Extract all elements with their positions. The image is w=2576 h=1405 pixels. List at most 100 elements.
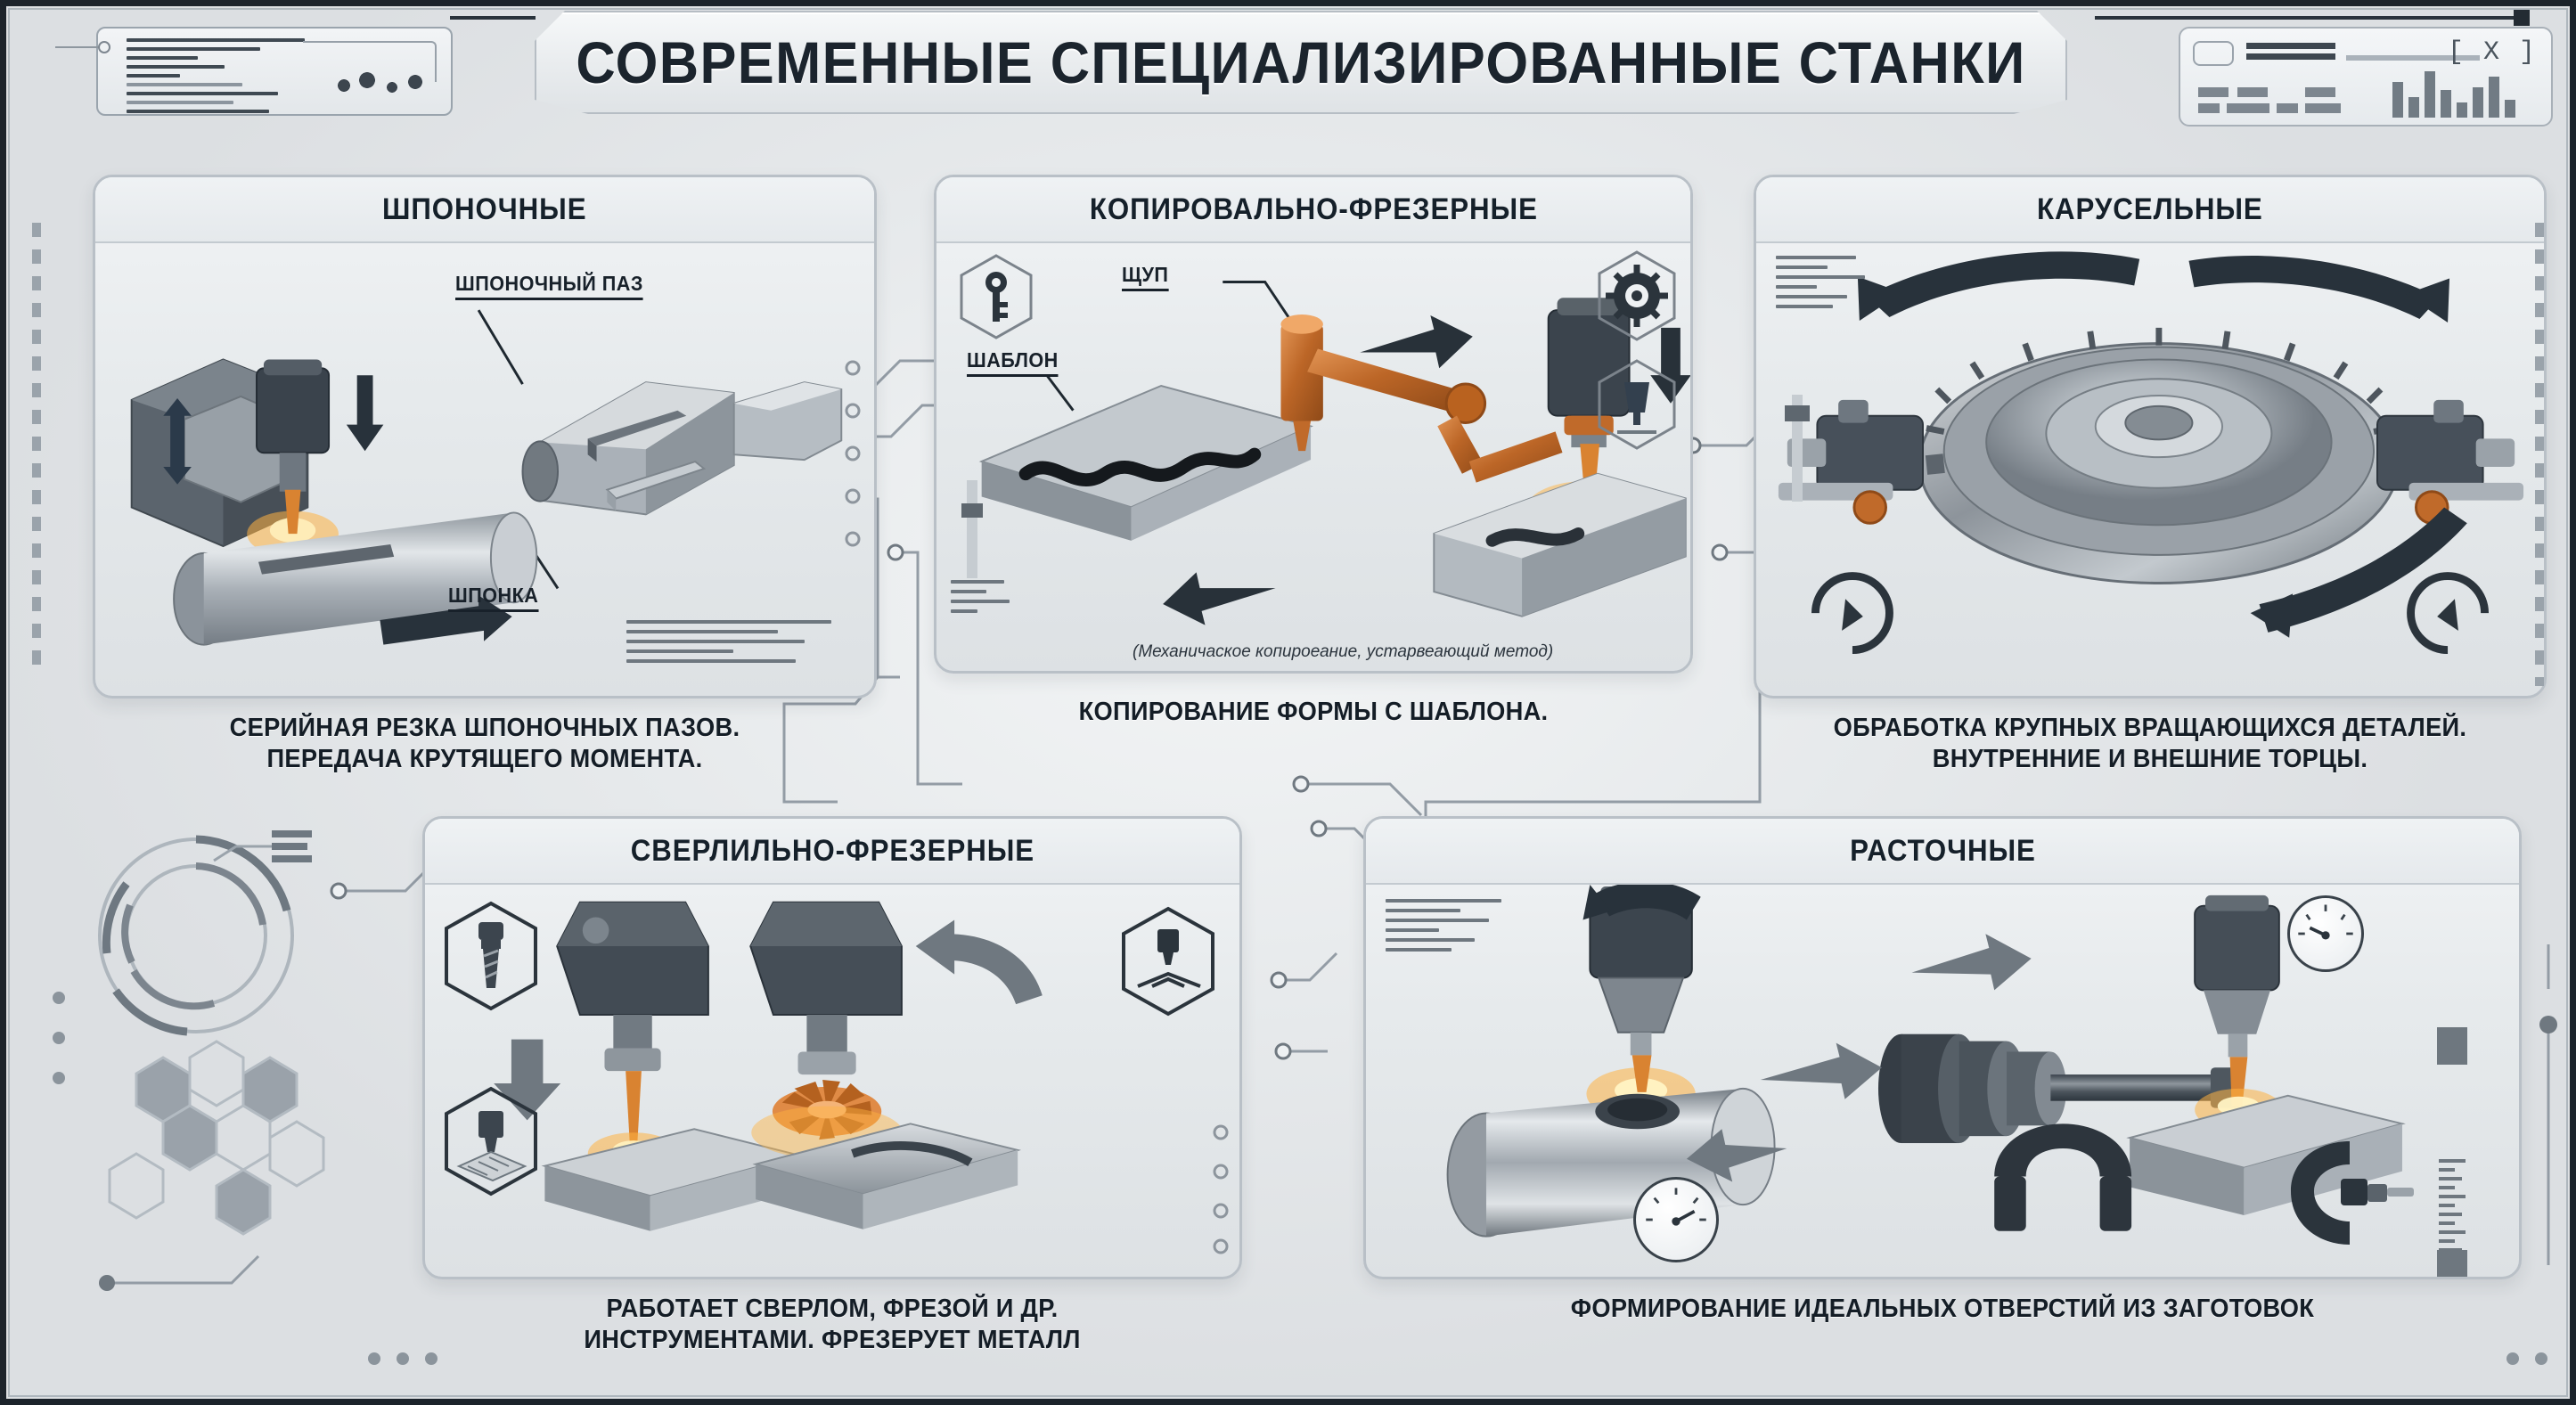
panel-boring-body — [1366, 885, 2519, 1277]
legend-block — [2277, 103, 2298, 113]
panel-drill-milling[interactable]: СВЕРЛИЛЬНО-ФРЕЗЕРНЫЕ — [422, 816, 1242, 1279]
metric-bar — [2346, 55, 2480, 61]
scale-marker-bottom — [2437, 1250, 2467, 1277]
caption-copy-milling-line1: КОПИРОВАНИЕ ФОРМЫ С ШАБЛОНА. — [1078, 698, 1549, 726]
legend-block — [2198, 103, 2220, 113]
panel-vertical-lathe-header: КАРУСЕЛЬНЫЕ — [1756, 177, 2544, 243]
page-title: СОВРЕМЕННЫЕ СПЕЦИАЛИЗИРОВАННЫЕ СТАНКИ — [576, 29, 2026, 95]
system-readout-panel — [96, 27, 453, 116]
caption-vertical-lathe-line2: ВНУТРЕННИЕ И ВНЕШНИЕ ТОРЦЫ. — [1932, 745, 2368, 774]
panel-drill-milling-title: СВЕРЛИЛЬНО-ФРЕЗЕРНЫЕ — [630, 833, 1034, 868]
vertical-lathe-illustration — [1778, 251, 2524, 655]
readout-lines — [127, 38, 314, 114]
panel-keyway[interactable]: ШПОНОЧНЫЕ ШПОНОЧНЫЙ ПАЗ ШПОНКА — [93, 175, 877, 698]
panel-drill-milling-body — [425, 885, 1239, 1277]
chart-bar — [2473, 87, 2483, 118]
bolt-column-decor — [845, 360, 861, 547]
panel-drill-milling-header: СВЕРЛИЛЬНО-ФРЕЗЕРНЫЕ — [425, 819, 1239, 885]
slider-decor — [961, 480, 983, 578]
annotation-template: ШАБЛОН — [967, 348, 1059, 377]
panel-keyway-datalines — [626, 620, 831, 669]
legend-block — [2305, 87, 2335, 97]
bar-chart — [2392, 66, 2535, 118]
legend-block — [2237, 87, 2268, 97]
caption-vertical-lathe-line1: ОБРАБОТКА КРУПНЫХ ВРАЩАЮЩИХСЯ ДЕТАЛЕЙ. — [1833, 714, 2467, 742]
panel-vertical-lathe-title: КАРУСЕЛЬНЫЕ — [2037, 192, 2263, 226]
panel-keyway-title: ШПОНОЧНЫЕ — [382, 192, 587, 226]
panel-copy-datalines — [951, 580, 1013, 619]
chart-bar — [2392, 82, 2403, 118]
title-rule-right — [2095, 16, 2523, 20]
panel-copy-milling-header: КОПИРОВАЛЬНО-ФРЕЗЕРНЫЕ — [936, 177, 1690, 243]
chart-bar — [2489, 77, 2499, 118]
window-toggle-icon[interactable] — [2193, 41, 2234, 66]
readout-line — [127, 47, 260, 51]
level-indicator-decor — [1785, 395, 1810, 502]
metric-bar — [2246, 53, 2335, 60]
readout-line — [127, 56, 198, 60]
cutting-tool-icon — [1594, 357, 1680, 452]
panel-copy-milling-title: КОПИРОВАЛЬНО-ФРЕЗЕРНЫЕ — [1089, 192, 1538, 226]
panel-boring-title: РАСТОЧНЫЕ — [1849, 833, 2036, 868]
legend-block — [2198, 87, 2228, 97]
panel-boring[interactable]: РАСТОЧНЫЕ — [1363, 816, 2522, 1279]
left-rail-decor — [32, 223, 41, 668]
note-obsolete-method: (Механичаское копироеание, устарвеающий … — [1133, 642, 1554, 661]
caption-vertical-lathe: ОБРАБОТКА КРУПНЫХ ВРАЩАЮЩИХСЯ ДЕТАЛЕЙ. В… — [1778, 713, 2523, 776]
bolt-column-decor — [1213, 1124, 1229, 1254]
readout-connector — [55, 46, 102, 48]
title-rule-endcap — [2514, 10, 2530, 26]
radial-gauge-decor — [98, 830, 312, 1036]
metric-bar — [2246, 43, 2335, 49]
annotation-key: ШПОНКА — [448, 584, 539, 612]
caption-keyway: СЕРИЙНАЯ РЕЗКА ШПОНОЧНЫХ ПАЗОВ. ПЕРЕДАЧА… — [116, 713, 853, 776]
readout-line — [127, 101, 233, 104]
caption-drill-milling-line2: ИНСТРУМЕНТАМИ. ФРЕЗЕРУЕТ МЕТАЛЛ — [584, 1326, 1081, 1355]
readout-elbow-trace — [303, 41, 437, 82]
readout-line — [127, 92, 278, 95]
engraving-icon — [1116, 904, 1220, 1018]
key-icon — [956, 252, 1036, 341]
legend-block — [2227, 103, 2269, 113]
panel-vertical-lathe-body — [1756, 243, 2544, 696]
legend-block — [2305, 103, 2341, 113]
right-rail-decor — [2535, 223, 2544, 686]
micrometer-icon — [2291, 1141, 2414, 1245]
panel-lathe-datalines — [1776, 256, 1865, 314]
panel-boring-datalines — [1386, 899, 1510, 958]
caption-drill-milling-line1: РАБОТАЕТ СВЕРЛОМ, ФРЕЗОЙ И ДР. — [606, 1295, 1059, 1323]
caption-copy-milling: КОПИРОВАНИЕ ФОРМЫ С ШАБЛОНА. — [957, 697, 1671, 728]
panel-keyway-header: ШПОНОЧНЫЕ — [95, 177, 874, 243]
readout-line — [127, 110, 269, 113]
dial-gauge-icon — [1633, 1177, 1719, 1262]
metrics-window: [ X ] — [2179, 27, 2553, 127]
caption-boring-line1: ФОРМИРОВАНИЕ ИДЕАЛЬНЫХ ОТВЕРСТИЙ ИЗ ЗАГО… — [1570, 1295, 2315, 1323]
keyway-illustration — [130, 309, 843, 646]
caption-drill-milling: РАБОТАЕТ СВЕРЛОМ, ФРЕЗОЙ И ДР. ИНСТРУМЕН… — [447, 1294, 1218, 1357]
panel-boring-header: РАСТОЧНЫЕ — [1366, 819, 2519, 885]
readout-node-icon — [98, 41, 110, 53]
chip-diagram-icon — [328, 59, 435, 105]
close-icon[interactable]: [ X ] — [2447, 37, 2537, 68]
annotation-probe: ЩУП — [1122, 263, 1169, 291]
drill-milling-illustration — [494, 901, 1043, 1231]
readout-line — [127, 38, 305, 42]
readout-line — [127, 83, 242, 86]
chart-bar — [2425, 71, 2435, 118]
panel-copy-milling[interactable]: КОПИРОВАЛЬНО-ФРЕЗЕРНЫЕ ЩУП ШАБЛОН — [934, 175, 1693, 674]
chart-bar — [2457, 102, 2467, 118]
page-title-plate: СОВРЕМЕННЫЕ СПЕЦИАЛИЗИРОВАННЫЕ СТАНКИ — [535, 11, 2067, 114]
measurement-scale-icon — [2439, 1159, 2466, 1261]
caption-boring: ФОРМИРОВАНИЕ ИДЕАЛЬНЫХ ОТВЕРСТИЙ ИЗ ЗАГО… — [1398, 1294, 2487, 1325]
copy-milling-illustration — [978, 280, 1690, 625]
annotation-keyway-slot: ШПОНОЧНЫЙ ПАЗ — [455, 272, 643, 300]
panel-copy-milling-body: ЩУП ШАБЛОН — [936, 243, 1690, 671]
gear-icon — [1594, 249, 1680, 343]
chart-bar — [2505, 100, 2515, 118]
chart-bar — [2441, 90, 2451, 118]
panel-vertical-lathe[interactable]: КАРУСЕЛЬНЫЕ — [1754, 175, 2547, 698]
dial-gauge-icon — [2287, 895, 2364, 972]
title-rule-left — [450, 16, 536, 20]
drill-bit-icon — [439, 899, 543, 1013]
